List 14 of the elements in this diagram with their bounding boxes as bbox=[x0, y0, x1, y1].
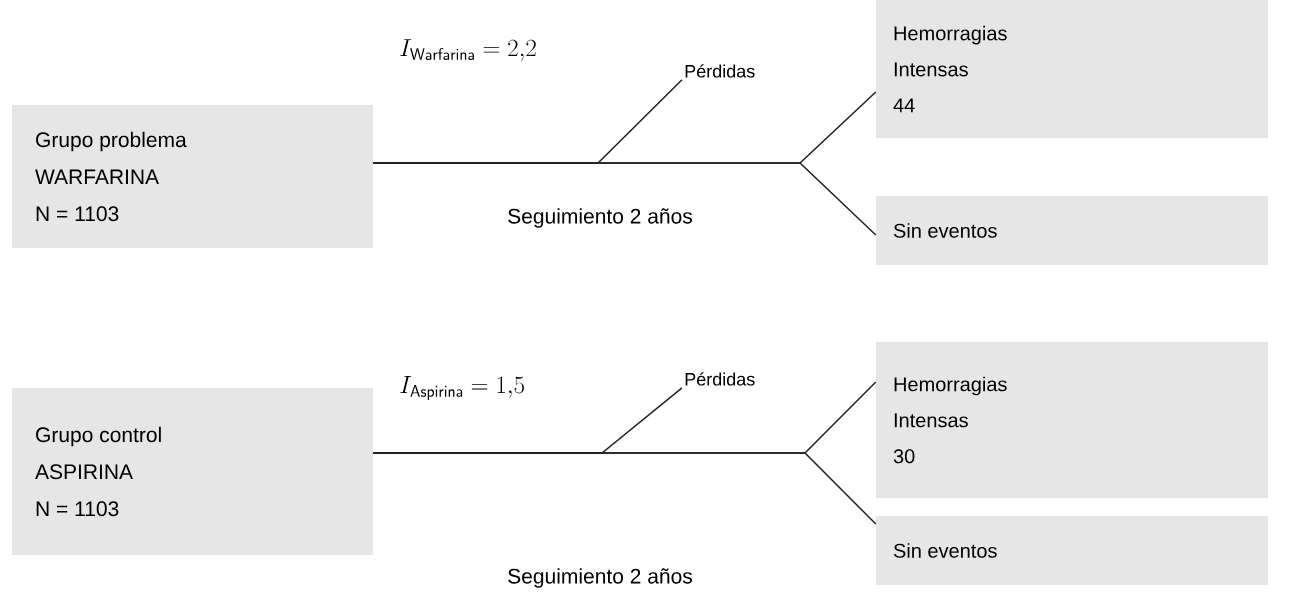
follow-up-label: Seguimiento 2 años bbox=[508, 208, 692, 228]
branch-line bbox=[372, 162, 877, 236]
group-box: Sin eventos bbox=[876, 196, 1268, 265]
group-box: Grupo control ASPIRINA N = 1103 bbox=[12, 388, 373, 555]
branch-label: Pérdidas bbox=[685, 64, 755, 78]
branch-label: Pérdidas bbox=[685, 372, 755, 386]
group-box: Hemorragias Intensas 30 bbox=[876, 342, 1268, 498]
incidence-formula: $I_{\mathsf{Warfarina}} = 2{,}2$ bbox=[400, 39, 536, 61]
follow-up-label: Seguimiento 2 años bbox=[508, 568, 692, 588]
group-box: Sin eventos bbox=[876, 516, 1268, 585]
group-box: Hemorragias Intensas 44 bbox=[876, 0, 1268, 138]
group-box: Grupo problema WARFARINA N = 1103 bbox=[12, 105, 373, 248]
incidence-formula: $I_{\mathsf{Aspirina}} = 1{,}5$ bbox=[400, 376, 524, 400]
branch-line bbox=[372, 452, 877, 525]
